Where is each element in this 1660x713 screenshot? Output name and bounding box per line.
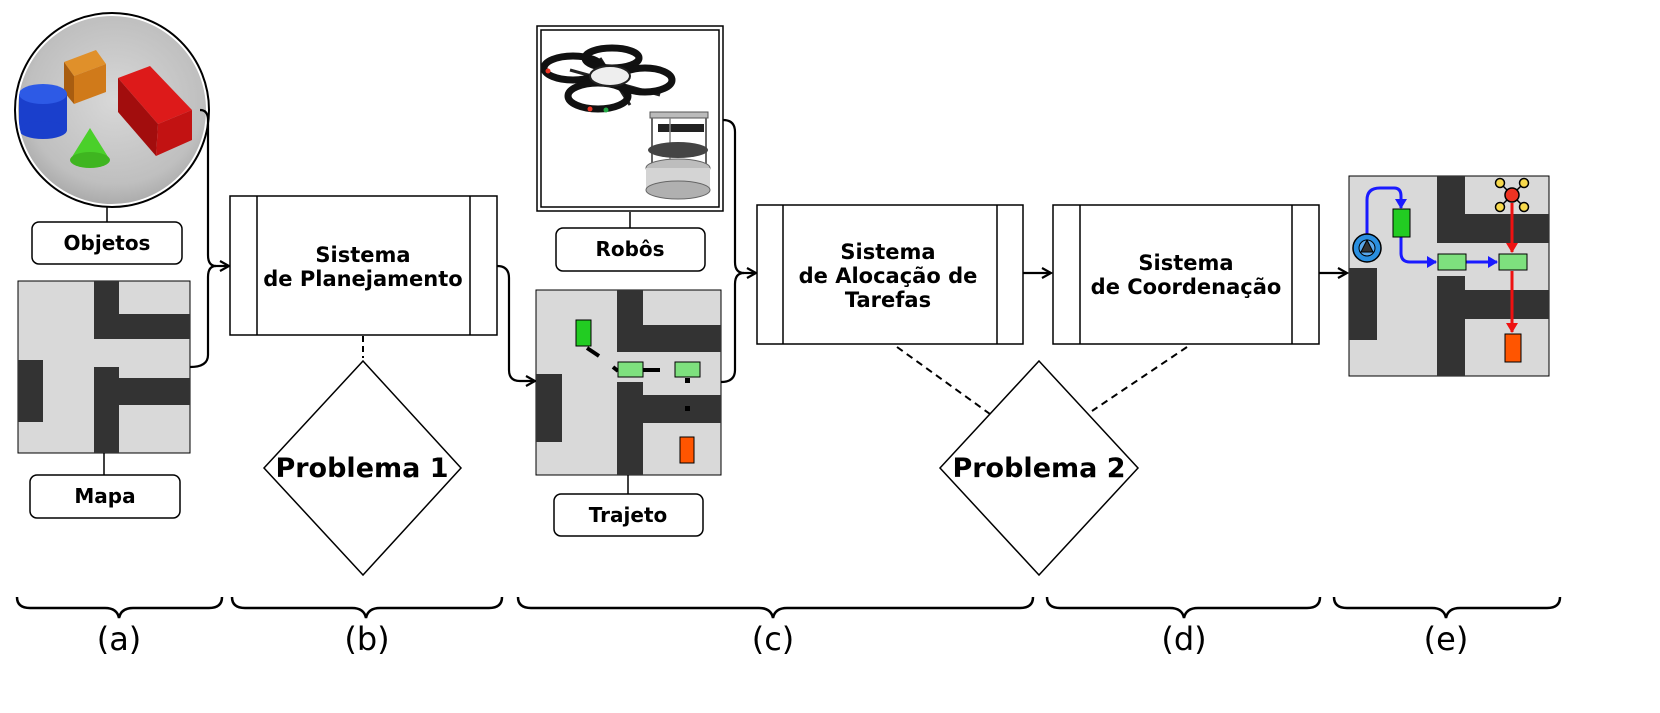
path-label: Trajeto (589, 503, 668, 527)
stage-label-b: (b) (344, 620, 389, 658)
drone-icon (1494, 177, 1530, 213)
coordination-system-box: Sistema de Coordenação (1052, 204, 1320, 345)
green-cone-object (70, 128, 110, 168)
blue-cylinder-object (19, 84, 67, 139)
coordinated-result-map (1348, 175, 1550, 377)
robots-label: Robôs (595, 237, 664, 261)
objects-label-box: Objetos (31, 221, 183, 265)
brace-e (1332, 596, 1562, 619)
brace-d (1045, 596, 1322, 619)
map-label: Mapa (74, 484, 135, 508)
quadrotor-drone-image (540, 44, 676, 113)
path-map-image (535, 289, 722, 476)
problem-1-label: Problema 1 (275, 453, 448, 484)
coordination-title-line1: Sistema (1138, 251, 1233, 275)
path-label-box: Trajeto (553, 493, 704, 537)
objects-scene-image (14, 12, 210, 208)
brace-a (15, 596, 224, 619)
stage-label-c: (c) (752, 620, 795, 658)
problem-2-label: Problema 2 (952, 453, 1125, 484)
brace-c (516, 596, 1035, 619)
robots-image (536, 25, 724, 212)
inputs-to-planning-connector (189, 108, 229, 369)
ground-robot-image (645, 111, 711, 200)
orange-cube-object (64, 50, 106, 104)
planning-to-path-connector (496, 264, 535, 381)
allocation-title-line3: Tarefas (845, 288, 931, 312)
stage-label-e: (e) (1424, 620, 1469, 658)
problem-2-diamond: Problema 2 (938, 359, 1140, 577)
robots-label-box: Robôs (555, 227, 706, 272)
map-image (17, 280, 191, 454)
red-box-object (118, 66, 192, 156)
stage-label-d: (d) (1161, 620, 1206, 658)
ground-robot-icon (1352, 233, 1382, 263)
allocation-system-box: Sistema de Alocação de Tarefas (756, 204, 1024, 345)
planning-title-line2: de Planejamento (263, 267, 462, 291)
coordination-title-line2: de Coordenação (1091, 275, 1282, 299)
allocation-title-line2: de Alocação de (799, 264, 978, 288)
planning-system-box: Sistema de Planejamento (229, 195, 498, 336)
objects-label: Objetos (64, 231, 151, 255)
map-label-box: Mapa (29, 474, 181, 519)
allocation-title-line1: Sistema (840, 240, 935, 264)
robots-path-to-allocation-connector (720, 118, 756, 384)
stage-label-a: (a) (97, 620, 142, 658)
planning-title-line1: Sistema (315, 243, 410, 267)
problem-1-diamond: Problema 1 (262, 359, 463, 577)
brace-b (230, 596, 504, 619)
